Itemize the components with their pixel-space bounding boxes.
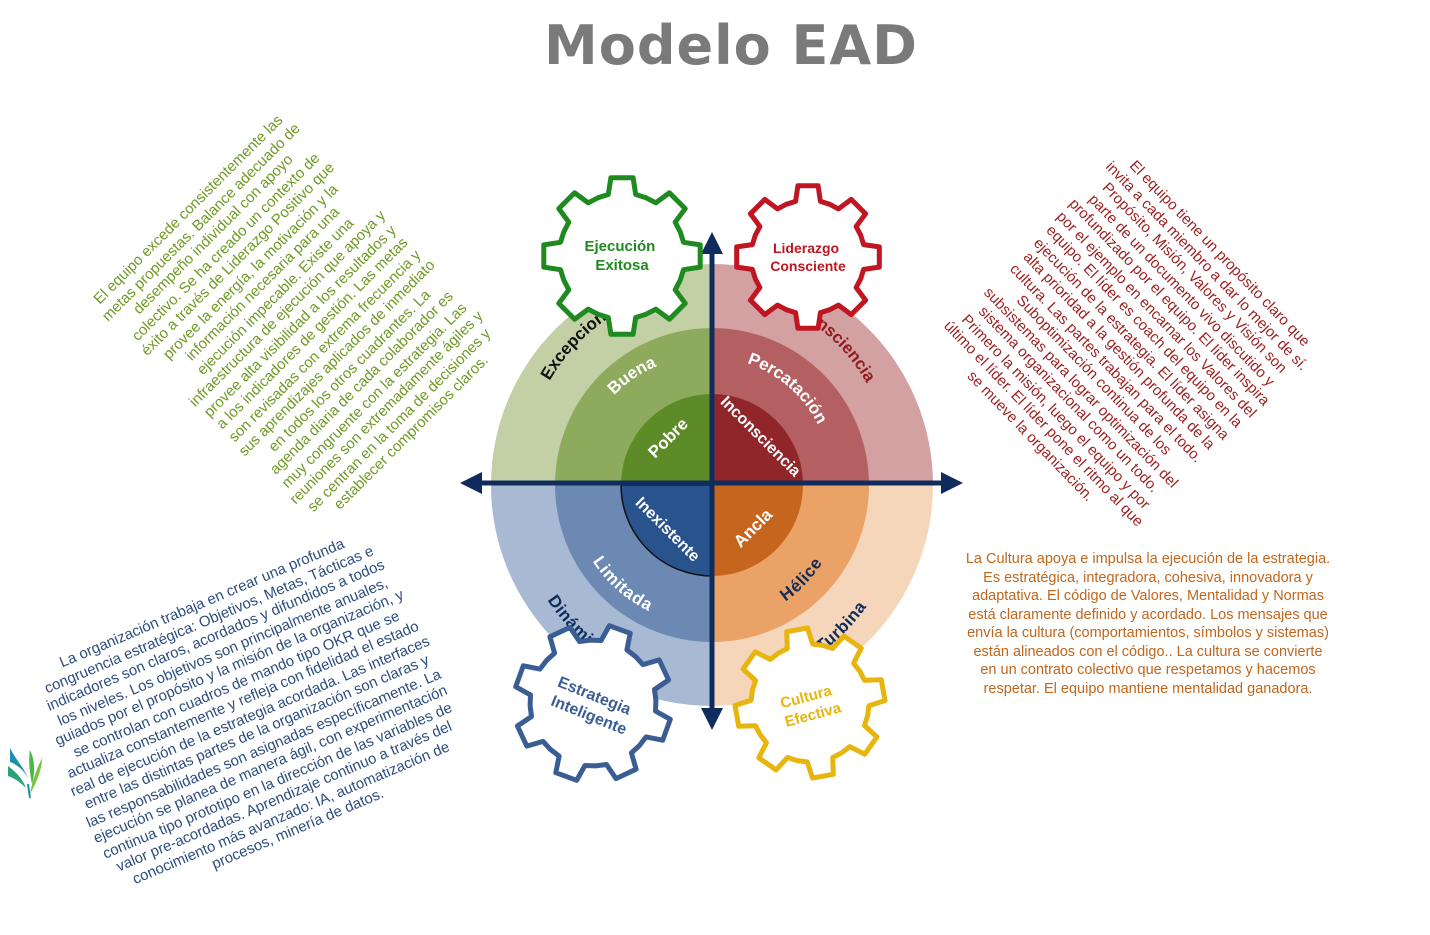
gear-liderazgo-consciente-icon <box>734 183 882 331</box>
page-title: Modelo EAD <box>543 14 919 77</box>
quadrant-inner-top-right <box>712 394 803 485</box>
ead-model-diagram: Excepcional Buena Consciencia Percatació… <box>460 175 963 783</box>
axes <box>460 232 963 730</box>
gear-layer <box>513 175 888 783</box>
gear-ejecucion-exitosa-icon <box>541 175 703 337</box>
quadrant-inner-top-left <box>621 394 712 485</box>
gear-estrategia-inteligente-icon <box>513 623 673 783</box>
quadrant-inner-bottom-right <box>712 485 803 576</box>
paragraph-cultura-efectiva: La Cultura apoya e impulsa la ejecución … <box>965 551 1331 697</box>
bird-logo-icon <box>8 748 42 799</box>
gear-label-liderazgo-consciente: Liderazgo Consciente <box>770 240 846 274</box>
gear-cultura-efectiva-icon <box>732 625 888 781</box>
gear-label-ejecucion-exitosa: Ejecución Exitosa <box>584 238 659 274</box>
quadrant-inner-bottom-left <box>620 484 713 577</box>
